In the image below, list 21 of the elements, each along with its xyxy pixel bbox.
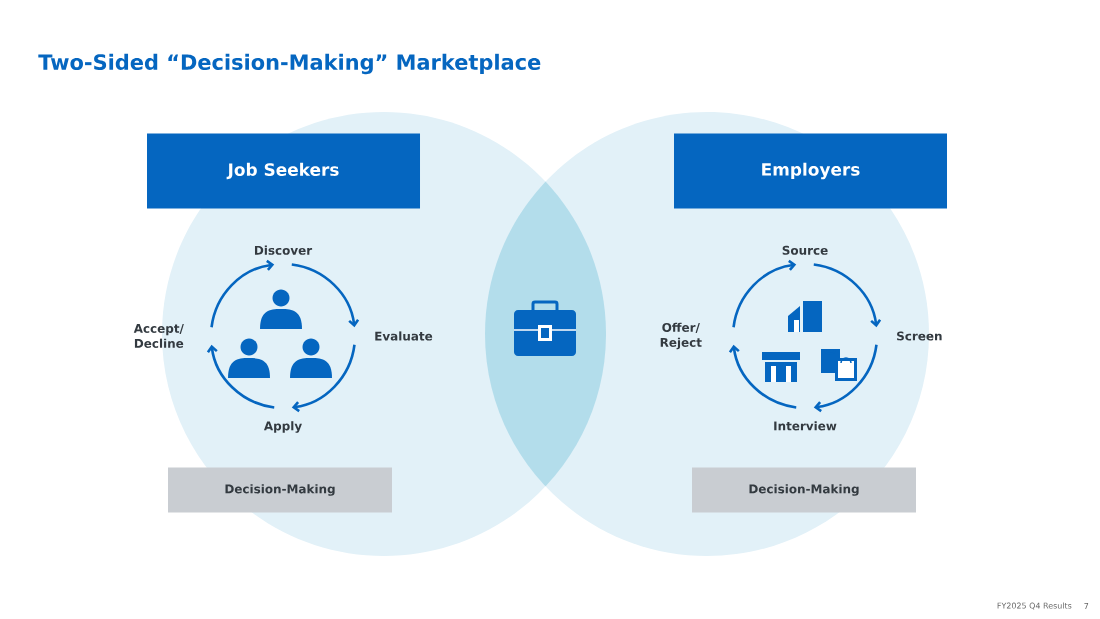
cycle-arrow bbox=[210, 259, 275, 328]
step-label: Screen bbox=[897, 331, 942, 341]
cycle-arrow bbox=[813, 263, 882, 328]
cycle-arrow bbox=[291, 263, 360, 328]
step-label: Apply bbox=[263, 421, 302, 433]
cycle-arrow bbox=[732, 259, 797, 328]
step-label: Accept/ Decline bbox=[133, 324, 184, 348]
header-box: Employers bbox=[674, 133, 947, 209]
cycle-arrow bbox=[291, 344, 356, 413]
cycle-arrow bbox=[813, 344, 878, 413]
step-label: Offer/ Reject bbox=[660, 322, 702, 350]
slide-title: Two-Sided “Decision-Making” Marketplace bbox=[38, 53, 541, 75]
header-box: Job Seekers bbox=[147, 133, 420, 209]
cycle-arrow bbox=[728, 344, 797, 409]
step-label: Evaluate bbox=[375, 331, 433, 341]
step-label: Interview bbox=[774, 421, 837, 431]
label-box: Decision-Making bbox=[168, 467, 392, 513]
cycle-arrow bbox=[206, 344, 275, 409]
label-box: Decision-Making bbox=[692, 467, 916, 513]
step-label: Source bbox=[782, 245, 828, 255]
step-label: Discover bbox=[255, 245, 313, 255]
